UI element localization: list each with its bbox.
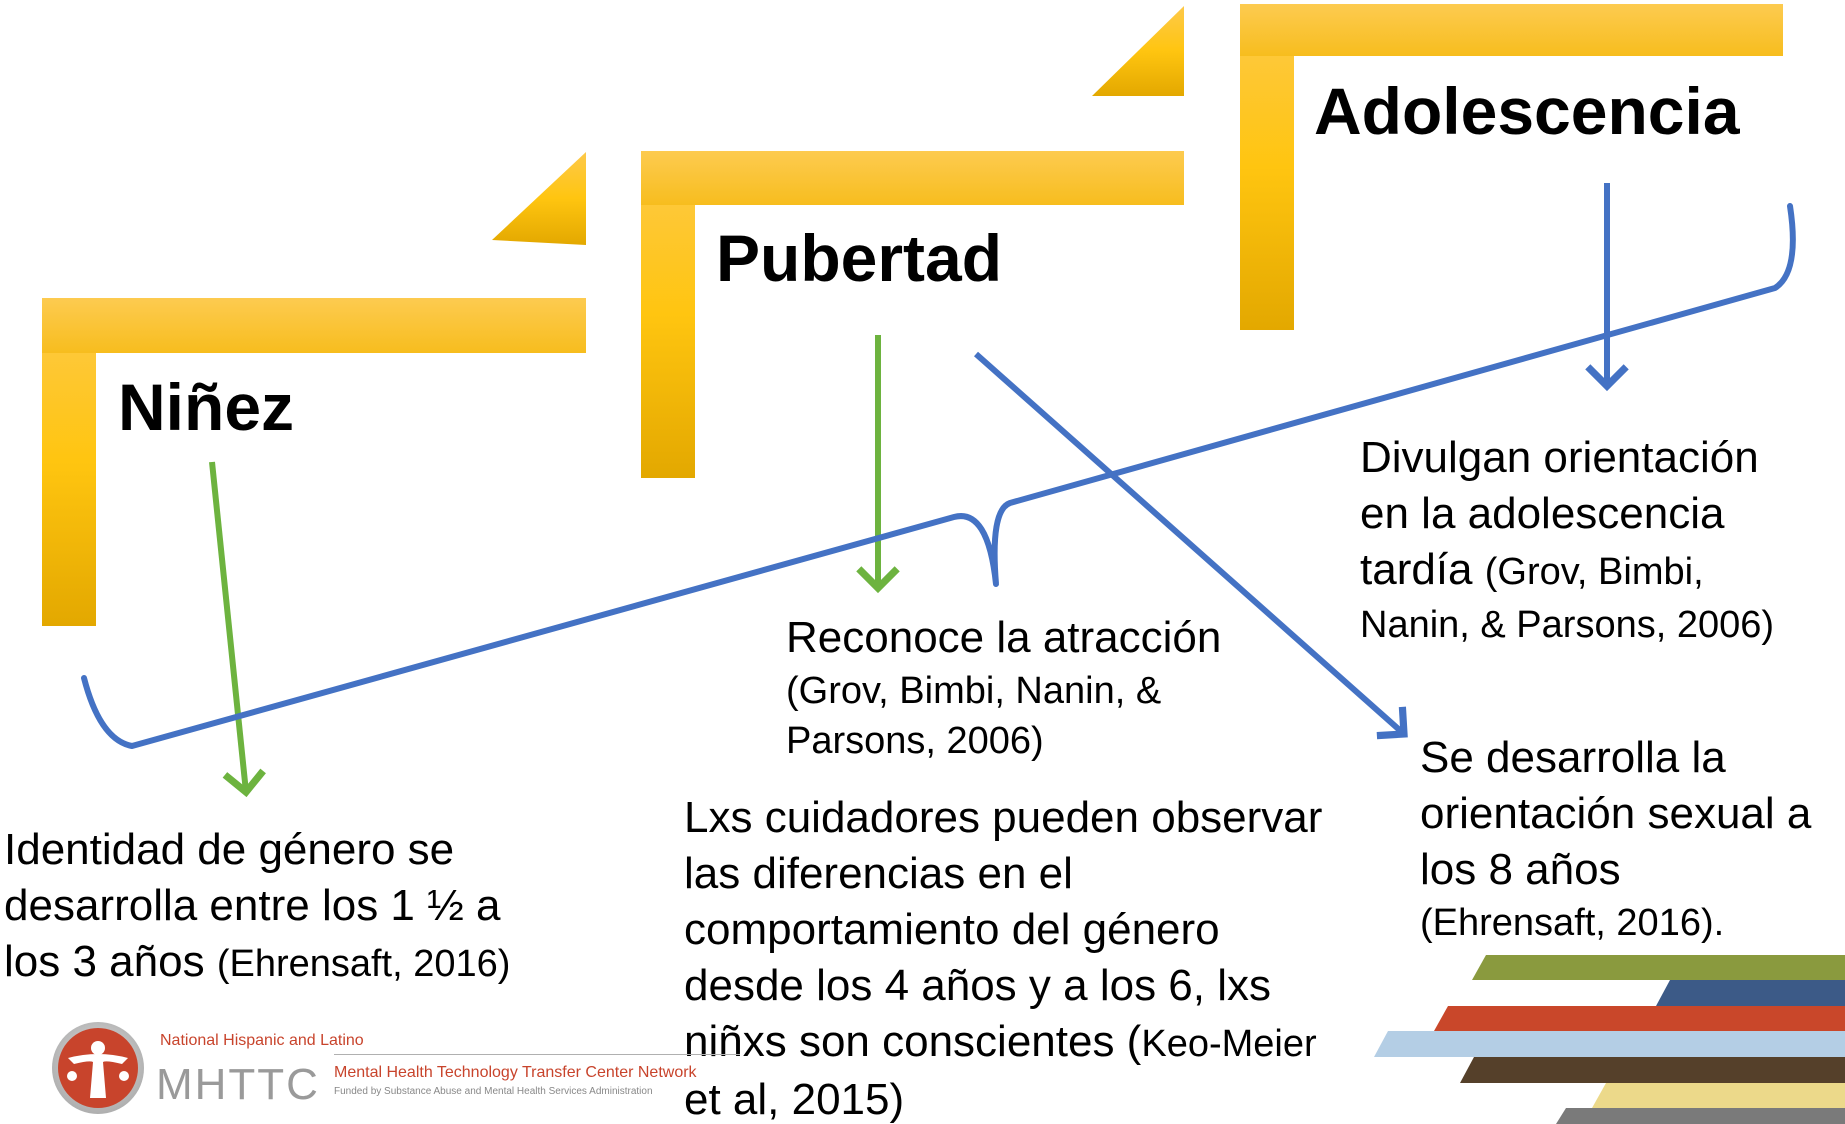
note-disclosure-line4: Nanin, & Parsons, 2006) [1360, 604, 1775, 646]
note-caregivers-citation: Keo-Meier [1141, 1023, 1317, 1065]
logo-wordmark: MHTTC [156, 1060, 320, 1109]
note-disclosure-line2: en la adolescencia [1360, 489, 1725, 538]
step-connector-2 [1092, 6, 1184, 96]
note-attraction-line1: Reconoce la atracción [786, 613, 1222, 662]
note-caregivers: Lxs cuidadores pueden observar las difer… [684, 790, 1322, 1124]
stage-title-puberty: Pubertad [716, 221, 1003, 295]
mhttc-logo-mark-icon [52, 1022, 144, 1114]
timeline-brace [81, 203, 1796, 749]
decorative-stripes [1374, 955, 1845, 1124]
note-disclosure-line1: Divulgan orientación [1360, 433, 1759, 482]
note-gender-identity-line1: Identidad de género se [4, 825, 455, 874]
step-puberty-shape [641, 151, 1184, 478]
note-gender-identity: Identidad de género se desarrolla entre … [4, 822, 510, 992]
note-disclosure-line3: tardía (Grov, Bimbi, [1360, 542, 1774, 600]
note-disclosure: Divulgan orientación en la adolescencia … [1360, 430, 1774, 650]
logo-funding-note: Funded by Substance Abuse and Mental Hea… [334, 1086, 653, 1097]
note-caregivers-line4: desde los 4 años y a los 6, lxs [684, 961, 1271, 1010]
note-disclosure-line3-main: tardía [1360, 545, 1473, 594]
note-orientation-line4: (Ehrensaft, 2016). [1420, 902, 1725, 944]
note-gender-identity-line2: desarrolla entre los 1 ½ a [4, 881, 501, 930]
note-caregivers-line6: et al, 2015) [684, 1075, 905, 1124]
note-orientation-line2: orientación sexual a [1420, 789, 1812, 838]
note-caregivers-line1: Lxs cuidadores pueden observar [684, 793, 1323, 842]
note-gender-identity-line3: los 3 años (Ehrensaft, 2016) [4, 934, 510, 992]
stage-title-adolescence: Adolescencia [1314, 74, 1740, 148]
arrow-childhood-to-identity [209, 461, 266, 798]
note-caregivers-line5-main: niñxs son conscientes ( [684, 1017, 1142, 1066]
note-gender-identity-line3-main: los 3 años [4, 937, 205, 986]
logo-divider [334, 1054, 740, 1055]
arrow-puberty-to-orientation [974, 351, 1408, 740]
note-caregivers-line3: comportamiento del género [684, 905, 1220, 954]
note-orientation: Se desarrolla la orientación sexual a lo… [1420, 730, 1811, 948]
step-adolescence-shape [1240, 4, 1783, 330]
logo-network-name: Mental Health Technology Transfer Center… [334, 1064, 697, 1081]
note-orientation-line1: Se desarrolla la [1420, 733, 1726, 782]
note-caregivers-line2: las diferencias en el [684, 849, 1073, 898]
note-attraction-line2: (Grov, Bimbi, Nanin, & [786, 670, 1162, 712]
note-orientation-line3: los 8 años [1420, 845, 1621, 894]
note-attraction: Reconoce la atracción (Grov, Bimbi, Nani… [786, 610, 1221, 766]
note-disclosure-citation: (Grov, Bimbi, [1484, 551, 1704, 593]
logo-org-name: National Hispanic and Latino [160, 1032, 364, 1049]
step-childhood-shape [42, 298, 586, 626]
note-gender-identity-citation: (Ehrensaft, 2016) [216, 943, 511, 985]
note-caregivers-line5: niñxs son conscientes (Keo-Meier [684, 1014, 1322, 1072]
note-attraction-line3: Parsons, 2006) [786, 720, 1044, 762]
step-connector-1 [492, 152, 586, 245]
stage-title-childhood: Niñez [118, 370, 295, 444]
mhttc-logo: National Hispanic and Latino MHTTC Menta… [48, 1020, 740, 1120]
